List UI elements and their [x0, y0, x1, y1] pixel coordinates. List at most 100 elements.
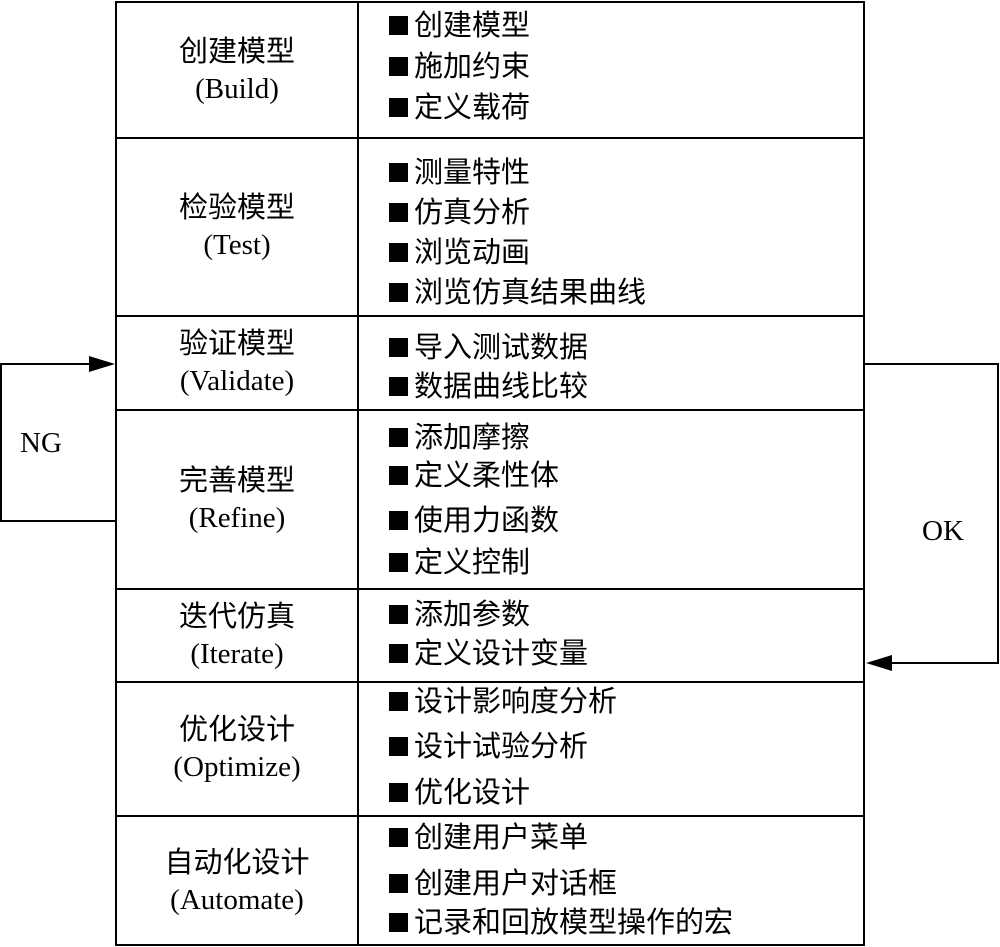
task-label: 优化设计 [414, 775, 531, 809]
task-label: 仿真分析 [414, 195, 531, 229]
stage-row-refine: 完善模型 (Refine) 添加摩擦 定义柔性体 使用力函数 定义控制 [117, 409, 863, 590]
stage-name-cell: 完善模型 (Refine) [117, 409, 359, 588]
square-bullet-icon [389, 691, 408, 711]
task-item: 创建用户对话框 [389, 865, 617, 901]
task-item: 定义控制 [389, 544, 530, 580]
task-item: 数据曲线比较 [389, 368, 588, 404]
stage-task-cell: 添加参数 定义设计变量 [359, 588, 863, 681]
task-label: 创建用户菜单 [414, 820, 589, 854]
stage-title: 完善模型 [178, 462, 295, 497]
ng-label: NG [20, 427, 62, 459]
task-item: 定义设计变量 [389, 635, 588, 671]
stage-name-cell: 迭代仿真 (Iterate) [117, 588, 359, 681]
stage-task-cell: 设计影响度分析 设计试验分析 优化设计 [359, 681, 863, 815]
stage-row-build: 创建模型 (Build) 创建模型 施加约束 定义载荷 [117, 3, 863, 139]
square-bullet-icon [389, 162, 408, 182]
stage-english-name: (Automate) [170, 883, 304, 916]
stage-english-name: (Test) [203, 229, 271, 261]
stage-table: 创建模型 (Build) 创建模型 施加约束 定义载荷 检验模型 (Test) … [115, 1, 865, 946]
task-label: 导入测试数据 [414, 330, 589, 364]
task-label: 记录和回放模型操作的宏 [414, 905, 734, 939]
stage-english-name: (Refine) [188, 501, 286, 534]
square-bullet-icon [389, 643, 408, 663]
task-label: 测量特性 [414, 155, 531, 189]
square-bullet-icon [389, 376, 408, 396]
square-bullet-icon [389, 56, 408, 76]
square-bullet-icon [389, 282, 408, 302]
task-label: 设计试验分析 [414, 729, 589, 763]
task-label: 添加参数 [414, 597, 531, 631]
stage-name-cell: 优化设计 (Optimize) [117, 681, 359, 815]
task-item: 设计试验分析 [389, 728, 588, 764]
task-label: 使用力函数 [414, 503, 560, 537]
task-label: 创建用户对话框 [414, 866, 618, 900]
stage-row-optimize: 优化设计 (Optimize) 设计影响度分析 设计试验分析 优化设计 [117, 681, 863, 817]
ok-arrowhead-icon [866, 655, 892, 671]
task-item: 测量特性 [389, 154, 530, 190]
task-label: 添加摩擦 [414, 420, 531, 454]
task-label: 数据曲线比较 [414, 369, 589, 403]
task-item: 设计影响度分析 [389, 683, 617, 719]
square-bullet-icon [389, 15, 408, 35]
task-label: 浏览仿真结果曲线 [414, 275, 647, 309]
stage-task-cell: 创建用户菜单 创建用户对话框 记录和回放模型操作的宏 [359, 815, 863, 946]
ok-label: OK [922, 515, 964, 547]
square-bullet-icon [389, 782, 408, 802]
task-item: 创建用户菜单 [389, 819, 588, 855]
stage-name-cell: 自动化设计 (Automate) [117, 815, 359, 946]
stage-task-cell: 创建模型 施加约束 定义载荷 [359, 3, 863, 137]
square-bullet-icon [389, 242, 408, 262]
stage-english-name: (Build) [195, 73, 279, 105]
square-bullet-icon [389, 510, 408, 530]
square-bullet-icon [389, 827, 408, 847]
square-bullet-icon [389, 465, 408, 485]
task-item: 添加摩擦 [389, 419, 530, 455]
ng-arrowhead-icon [89, 356, 115, 372]
task-item: 优化设计 [389, 774, 530, 810]
task-label: 定义设计变量 [414, 636, 589, 670]
square-bullet-icon [389, 736, 408, 756]
square-bullet-icon [389, 604, 408, 624]
stage-row-iterate: 迭代仿真 (Iterate) 添加参数 定义设计变量 [117, 588, 863, 683]
task-item: 仿真分析 [389, 194, 530, 230]
stage-task-cell: 导入测试数据 数据曲线比较 [359, 315, 863, 409]
square-bullet-icon [389, 337, 408, 357]
task-label: 定义控制 [414, 545, 531, 579]
task-item: 添加参数 [389, 596, 530, 632]
task-item: 记录和回放模型操作的宏 [389, 904, 733, 940]
stage-title: 检验模型 [178, 190, 295, 224]
task-item: 浏览动画 [389, 234, 530, 270]
stage-title: 验证模型 [178, 326, 295, 360]
stage-row-validate: 验证模型 (Validate) 导入测试数据 数据曲线比较 [117, 315, 863, 411]
task-item: 创建模型 [389, 7, 530, 43]
task-label: 施加约束 [414, 49, 531, 83]
square-bullet-icon [389, 202, 408, 222]
task-item: 定义柔性体 [389, 457, 559, 493]
square-bullet-icon [389, 912, 408, 932]
task-label: 设计影响度分析 [414, 684, 618, 718]
stage-name-cell: 检验模型 (Test) [117, 137, 359, 315]
stage-english-name: (Optimize) [173, 751, 301, 783]
stage-name-cell: 验证模型 (Validate) [117, 315, 359, 409]
square-bullet-icon [389, 552, 408, 572]
task-item: 浏览仿真结果曲线 [389, 274, 646, 310]
task-item: 导入测试数据 [389, 329, 588, 365]
task-item: 定义载荷 [389, 89, 530, 125]
task-item: 施加约束 [389, 48, 530, 84]
stage-title: 创建模型 [178, 34, 295, 68]
stage-row-test: 检验模型 (Test) 测量特性 仿真分析 浏览动画 浏览仿真结果曲线 [117, 137, 863, 317]
stage-english-name: (Validate) [179, 365, 295, 397]
stage-name-cell: 创建模型 (Build) [117, 3, 359, 137]
stage-title: 迭代仿真 [178, 598, 295, 633]
task-label: 创建模型 [414, 8, 531, 42]
task-item: 使用力函数 [389, 502, 559, 538]
stage-title: 自动化设计 [164, 844, 310, 879]
stage-task-cell: 测量特性 仿真分析 浏览动画 浏览仿真结果曲线 [359, 137, 863, 315]
stage-row-automate: 自动化设计 (Automate) 创建用户菜单 创建用户对话框 记录和回放模型操… [117, 815, 863, 946]
task-label: 定义载荷 [414, 90, 531, 124]
task-label: 浏览动画 [414, 235, 531, 269]
square-bullet-icon [389, 97, 408, 117]
stage-title: 优化设计 [178, 712, 295, 746]
stage-task-cell: 添加摩擦 定义柔性体 使用力函数 定义控制 [359, 409, 863, 588]
